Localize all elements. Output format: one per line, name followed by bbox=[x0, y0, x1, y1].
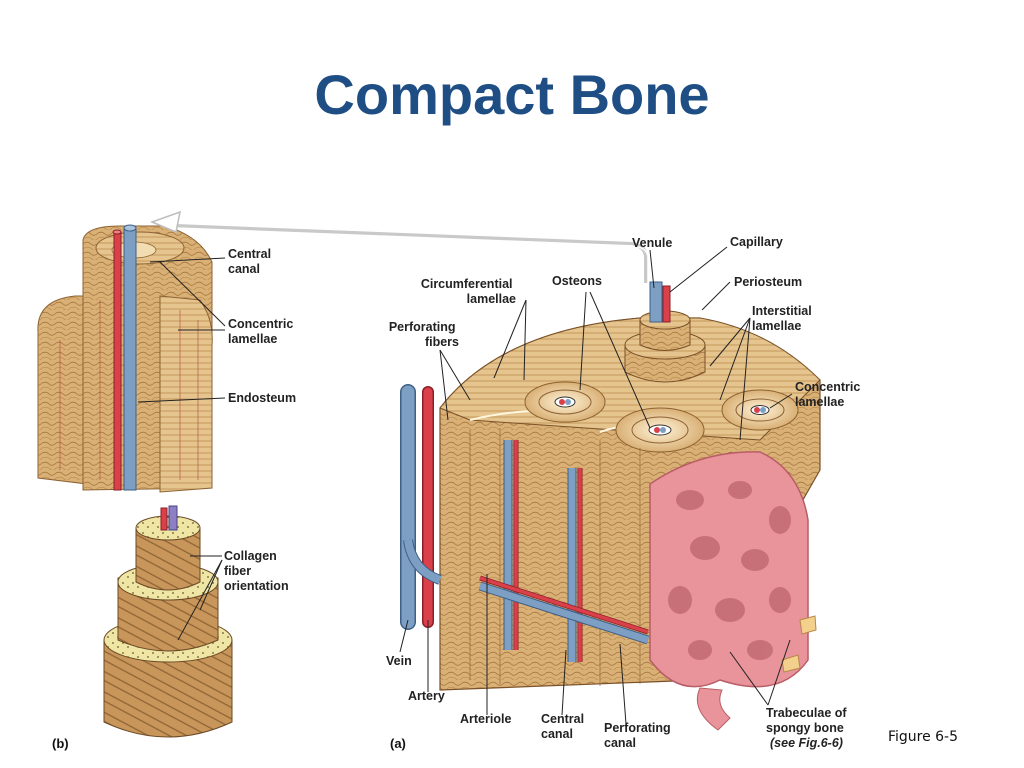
label-osteons: Osteons bbox=[552, 274, 602, 288]
spongy-bone bbox=[649, 451, 817, 731]
label-perforating-fibers: Perforating fibers bbox=[389, 320, 459, 349]
leader-lines bbox=[137, 246, 793, 725]
label-central-canal-b: Central canal bbox=[228, 247, 275, 276]
label-concentric-lamellae-a: Concentric lamellae bbox=[795, 380, 864, 409]
panel-tag-a: (a) bbox=[390, 736, 406, 751]
label-capillary: Capillary bbox=[730, 235, 783, 249]
external-vessels bbox=[400, 384, 442, 630]
figure-number: Figure 6-5 bbox=[887, 729, 958, 745]
label-concentric-lamellae-b: Concentric lamellae bbox=[228, 317, 297, 346]
label-circumferential-lamellae: Circumferential lamellae bbox=[421, 277, 516, 306]
collagen-cylinder bbox=[103, 505, 233, 738]
label-vein: Vein bbox=[386, 654, 412, 668]
label-interstitial-lamellae: Interstitial lamellae bbox=[752, 304, 815, 333]
label-collagen-fiber-orientation: Collagen fiber orientation bbox=[224, 549, 289, 593]
label-perforating-canal: Perforating canal bbox=[604, 721, 674, 750]
artery-vessel bbox=[113, 231, 122, 491]
label-artery: Artery bbox=[408, 689, 445, 703]
label-arteriole: Arteriole bbox=[460, 712, 511, 726]
label-trabeculae: Trabeculae of spongy bone (see Fig.6-6) bbox=[766, 706, 850, 750]
label-periosteum: Periosteum bbox=[734, 275, 802, 289]
label-central-canal-a: Central canal bbox=[541, 712, 588, 741]
page-title: Compact Bone bbox=[314, 63, 710, 126]
vein-vessel bbox=[123, 227, 137, 491]
label-venule: Venule bbox=[632, 236, 672, 250]
panel-tag-b: (b) bbox=[52, 736, 69, 751]
osteon-cutaway bbox=[37, 224, 213, 493]
label-endosteum: Endosteum bbox=[228, 391, 296, 405]
